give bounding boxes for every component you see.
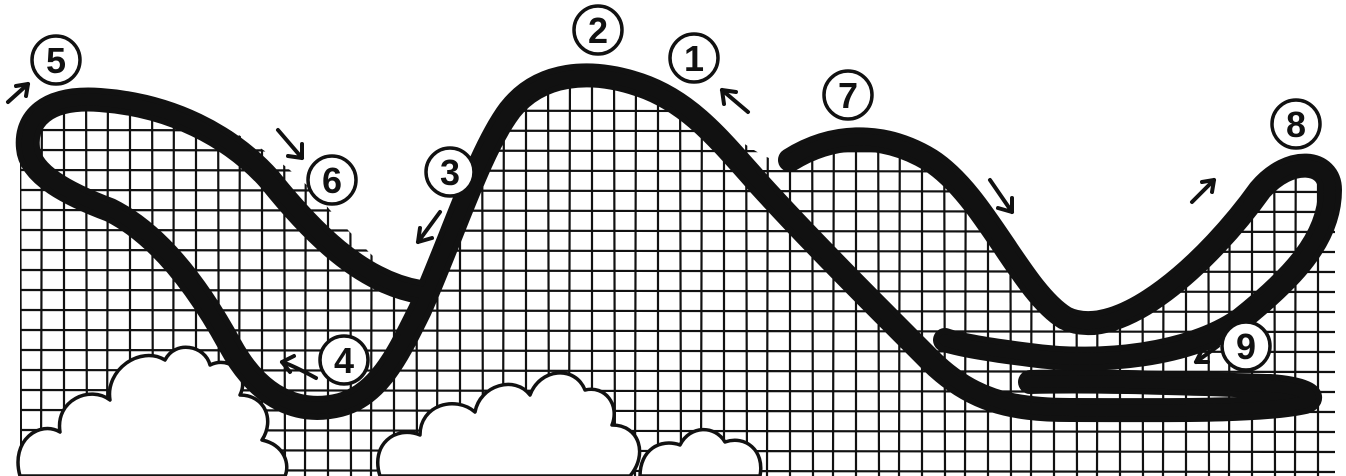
- scaffold-vertical-beam: [767, 60, 768, 476]
- scaffold-vertical-beam: [944, 60, 945, 476]
- marker-6: 6: [308, 156, 356, 204]
- marker-1: 1: [670, 34, 718, 82]
- marker-1-label: 1: [684, 38, 704, 79]
- marker-3-label: 3: [440, 152, 460, 193]
- arrow-4: [282, 356, 316, 378]
- marker-8-label: 8: [1286, 104, 1306, 145]
- arrow-3: [418, 212, 440, 242]
- marker-7-label: 7: [838, 75, 858, 116]
- marker-9: 9: [1222, 322, 1270, 370]
- scaffold-vertical-beam: [965, 60, 966, 476]
- scaffold-vertical-beam: [635, 60, 636, 476]
- scaffold-vertical-beam: [812, 60, 813, 476]
- arrow-6: [278, 130, 302, 158]
- coaster-track: [28, 75, 1330, 410]
- scaffold-vertical-beam: [899, 60, 900, 476]
- scaffold-vertical-beam: [746, 60, 747, 476]
- marker-2: 2: [574, 6, 622, 54]
- marker-5: 5: [32, 36, 80, 84]
- marker-9-label: 9: [1236, 326, 1256, 367]
- arrow-8: [1192, 180, 1214, 202]
- marker-8: 8: [1272, 100, 1320, 148]
- scaffold-vertical-beam: [1340, 60, 1341, 476]
- marker-7: 7: [824, 71, 872, 119]
- marker-4-label: 4: [334, 340, 354, 381]
- marker-4: 4: [320, 336, 368, 384]
- marker-6-label: 6: [322, 160, 342, 201]
- marker-3: 3: [426, 148, 474, 196]
- marker-5-label: 5: [46, 40, 66, 81]
- arrow-5: [8, 84, 28, 102]
- scaffold-vertical-beam: [416, 60, 417, 476]
- marker-2-label: 2: [588, 10, 608, 51]
- arrow-1: [722, 90, 748, 112]
- scaffold-vertical-beam: [680, 60, 681, 476]
- arrow-7: [990, 180, 1012, 212]
- scaffold-vertical-beam: [878, 60, 879, 476]
